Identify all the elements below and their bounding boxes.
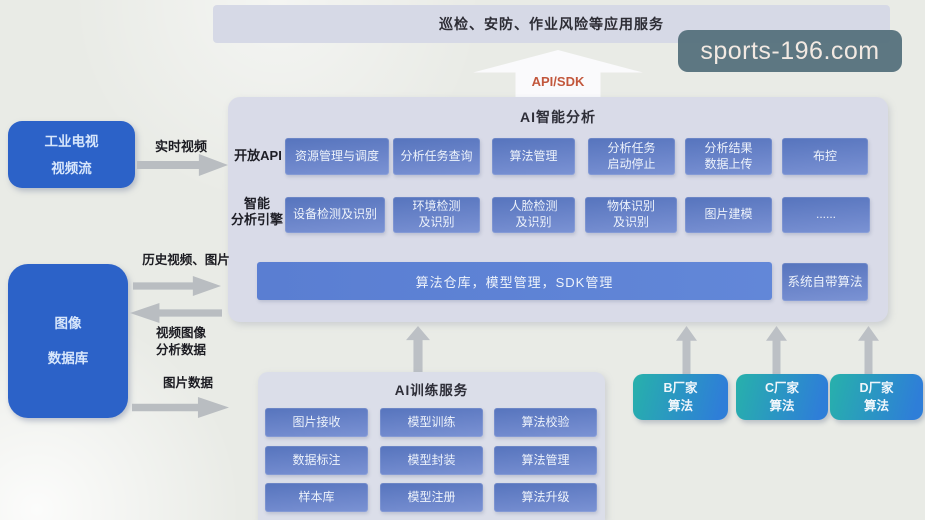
api-sdk-label: API/SDK bbox=[531, 73, 585, 89]
image-data-arrow bbox=[132, 397, 229, 418]
industrial-tv-video-box: 工业电视 视频流 bbox=[8, 121, 135, 188]
vendor-b-box: B厂家 算法 bbox=[633, 374, 728, 420]
ai-training-panel: AI训练服务 图片接收 模型训练 算法校验 数据标注 模型封装 算法管理 样本库… bbox=[258, 372, 605, 520]
button-task-start-stop: 分析任务 启动停止 bbox=[588, 138, 675, 175]
watermark-text: sports-196.com bbox=[700, 36, 880, 65]
button-algorithm-management: 算法管理 bbox=[492, 138, 575, 175]
history-video-label: 历史视频、图片 bbox=[142, 252, 230, 267]
button-environment-detection: 环境检测 及识别 bbox=[393, 197, 480, 233]
vendor-b-up-arrow bbox=[676, 326, 697, 375]
analysis-data-arrow bbox=[130, 303, 222, 323]
analysis-data-label: 视频图像 分析数据 bbox=[155, 326, 206, 357]
engine-label: 智能 分析引擎 bbox=[230, 196, 283, 227]
training-up-arrow bbox=[406, 326, 430, 373]
button-deployment-control: 布控 bbox=[782, 138, 868, 175]
image-database-box: 图像 数据库 bbox=[8, 264, 128, 418]
banner-title: 巡检、安防、作业风险等应用服务 bbox=[439, 16, 664, 32]
button-builtin-algorithms: 系统自带算法 bbox=[782, 263, 868, 301]
button-model-packaging: 模型封装 bbox=[380, 446, 483, 475]
ai-analysis-panel: AI智能分析 开放API 资源管理与调度 分析任务查询 算法管理 分析任务 启动… bbox=[228, 97, 888, 322]
button-model-training: 模型训练 bbox=[380, 408, 483, 437]
button-model-registration: 模型注册 bbox=[380, 483, 483, 512]
button-object-recognition: 物体识别 及识别 bbox=[585, 197, 677, 233]
button-data-annotation: 数据标注 bbox=[265, 446, 368, 475]
ai-training-title: AI训练服务 bbox=[394, 383, 469, 398]
button-training-algorithm-management: 算法管理 bbox=[494, 446, 597, 475]
vendor-d-up-arrow bbox=[858, 326, 879, 375]
vendor-c-up-arrow bbox=[766, 326, 787, 375]
realtime-video-label: 实时视频 bbox=[154, 139, 207, 155]
realtime-video-arrow bbox=[137, 154, 228, 176]
vendor-c-box: C厂家 算法 bbox=[736, 374, 828, 420]
button-more-ellipsis: ...... bbox=[782, 197, 870, 233]
ai-analysis-title: AI智能分析 bbox=[520, 109, 596, 125]
button-device-detection: 设备检测及识别 bbox=[285, 197, 385, 233]
image-data-label: 图片数据 bbox=[162, 375, 213, 390]
button-face-detection: 人脸检测 及识别 bbox=[492, 197, 575, 233]
watermark: sports-196.com bbox=[678, 30, 902, 72]
button-sample-library: 样本库 bbox=[265, 483, 368, 512]
application-services-banner: 巡检、安防、作业风险等应用服务 bbox=[213, 5, 890, 43]
open-api-label: 开放API bbox=[234, 148, 282, 164]
button-resource-management: 资源管理与调度 bbox=[285, 138, 389, 175]
algorithm-repo-bar: 算法仓库，模型管理，SDK管理 bbox=[257, 262, 772, 300]
button-algorithm-upgrade: 算法升级 bbox=[494, 483, 597, 512]
button-result-upload: 分析结果 数据上传 bbox=[685, 138, 772, 175]
button-analysis-task-query: 分析任务查询 bbox=[393, 138, 480, 175]
button-image-receive: 图片接收 bbox=[265, 408, 368, 437]
button-image-modeling: 图片建模 bbox=[685, 197, 772, 233]
vendor-d-box: D厂家 算法 bbox=[830, 374, 923, 420]
history-video-arrow bbox=[133, 276, 221, 296]
button-algorithm-verification: 算法校验 bbox=[494, 408, 597, 437]
